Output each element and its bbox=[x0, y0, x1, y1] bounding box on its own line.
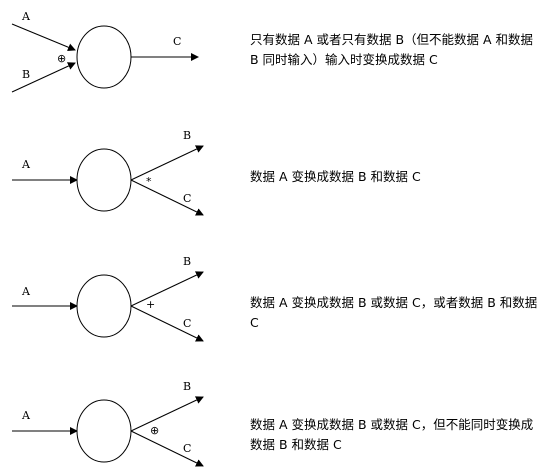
input-label-a: A bbox=[21, 285, 31, 298]
output-arrow-b bbox=[130, 396, 204, 432]
output-label-b: B bbox=[183, 380, 191, 393]
process-circle bbox=[76, 148, 132, 212]
output-label-c: C bbox=[183, 442, 191, 455]
description-4: 数据 A 变换成数据 B 或数据 C，但不能同时变换成数据 B 和数据 C bbox=[250, 417, 534, 452]
output-arrow-b bbox=[130, 145, 204, 181]
input-label-a: A bbox=[21, 10, 31, 23]
description-1: 只有数据 A 或者只有数据 B（但不能数据 A 和数据 B 同时输入）输入时变换… bbox=[250, 32, 534, 67]
output-label-c: C bbox=[183, 192, 191, 205]
output-arrow-c bbox=[130, 179, 204, 216]
input-label-a: A bbox=[21, 409, 31, 422]
output-label-c: C bbox=[173, 35, 181, 48]
diagram-3: A B C + bbox=[12, 255, 204, 342]
diagram-4: A B C ⊕ bbox=[12, 380, 204, 467]
input-arrow-a bbox=[11, 23, 76, 52]
output-label-b: B bbox=[183, 255, 191, 268]
output-label-b: B bbox=[183, 129, 191, 142]
process-circle bbox=[76, 399, 132, 463]
operator-symbol: ⊕ bbox=[57, 52, 66, 65]
description-3: 数据 A 变换成数据 B 或数据 C，或者数据 B 和数据 C bbox=[250, 295, 538, 330]
input-label-b: B bbox=[22, 68, 30, 81]
output-arrow-c bbox=[130, 305, 204, 342]
operator-symbol: ⊕ bbox=[150, 424, 159, 437]
output-arrow-b bbox=[130, 271, 204, 307]
process-circle bbox=[76, 274, 132, 338]
input-label-a: A bbox=[21, 158, 31, 171]
output-arrow-c bbox=[130, 430, 204, 467]
diagram-2: A B C * bbox=[12, 129, 204, 216]
process-circle bbox=[76, 25, 132, 89]
description-2: 数据 A 变换成数据 B 和数据 C bbox=[250, 169, 421, 184]
input-arrow-b bbox=[11, 62, 76, 93]
operator-symbol: + bbox=[146, 298, 155, 311]
diagram-1: A B ⊕ C bbox=[11, 10, 199, 93]
output-label-c: C bbox=[183, 317, 191, 330]
operator-symbol: * bbox=[146, 175, 152, 188]
